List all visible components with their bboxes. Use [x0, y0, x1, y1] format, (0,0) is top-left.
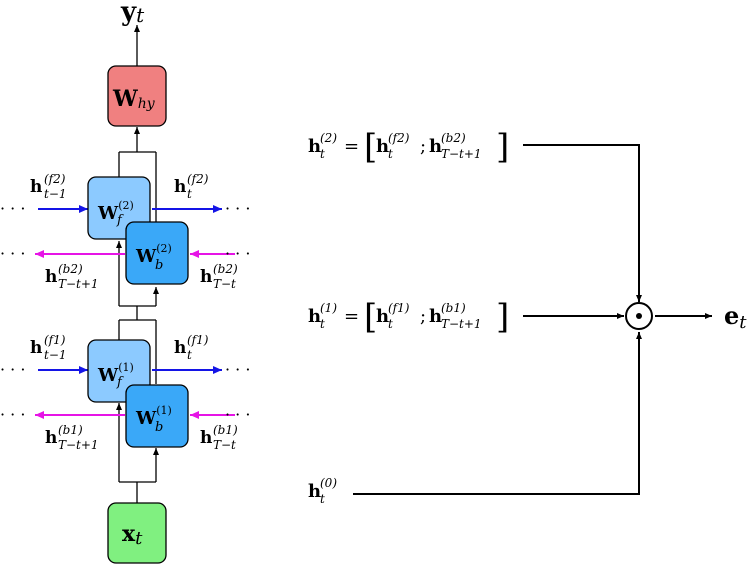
- label-forward-out-l1: h (f1) t: [174, 333, 209, 362]
- svg-text:t: t: [187, 348, 192, 362]
- svg-text:h: h: [308, 136, 321, 157]
- equation-h1: h (1) t = [ h (f1) t ; h (b1) T−t+1 ]: [308, 297, 509, 337]
- svg-text:(b1): (b1): [441, 301, 466, 315]
- ellipsis-backward-left-l1: · · ·: [0, 405, 25, 424]
- svg-text:t: t: [320, 492, 325, 506]
- svg-text:(f2): (f2): [44, 172, 66, 186]
- svg-text:h: h: [200, 267, 212, 287]
- svg-text:T−t: T−t: [213, 438, 236, 452]
- label-backward-out-l2: h (b2) T−t+1: [45, 262, 99, 291]
- svg-text:h: h: [308, 306, 321, 327]
- combine-connectors: [353, 144, 712, 495]
- svg-text:h: h: [376, 136, 389, 157]
- svg-text:h: h: [30, 338, 42, 358]
- label-forward-out-l2: h (f2) t: [174, 172, 209, 201]
- svg-text:W(1): W(1): [97, 361, 134, 386]
- svg-text:t: t: [388, 147, 393, 161]
- svg-text:t: t: [388, 317, 393, 331]
- svg-text:T−t: T−t: [213, 277, 236, 291]
- ellipsis-backward-left-l2: · · ·: [0, 244, 25, 263]
- svg-text:h: h: [308, 481, 321, 502]
- svg-text:h: h: [200, 428, 212, 448]
- svg-text:(f1): (f1): [187, 333, 209, 347]
- svg-text:W(2): W(2): [135, 242, 172, 267]
- svg-text:(b2): (b2): [213, 262, 238, 276]
- svg-text:(b1): (b1): [213, 423, 238, 437]
- recurrent-arrows: [35, 205, 235, 419]
- svg-text:h: h: [429, 136, 442, 157]
- svg-text:t: t: [320, 147, 325, 161]
- label-forward-in-l2: h (f2) t−1: [30, 172, 67, 201]
- svg-text:yt: yt: [120, 0, 145, 27]
- box-backward-weight-l2: W(2) b: [125, 221, 189, 285]
- svg-text:(0): (0): [320, 476, 337, 490]
- svg-text:xt: xt: [122, 521, 143, 549]
- equation-h2: h (2) t = [ h (f2) t ; h (b2) T−t+1 ]: [308, 127, 509, 167]
- svg-text:(f1): (f1): [44, 333, 66, 347]
- svg-text:Why: Why: [112, 86, 156, 112]
- svg-text:(f2): (f2): [187, 172, 209, 186]
- svg-text:(1): (1): [320, 301, 337, 315]
- box-output-weight: Why: [107, 65, 167, 127]
- box-input: xt: [107, 502, 167, 564]
- svg-text:W(1): W(1): [135, 404, 172, 429]
- svg-text:t−1: t−1: [44, 348, 67, 362]
- svg-text:b: b: [155, 420, 163, 435]
- ellipsis-backward-right-l1: · · ·: [225, 405, 250, 424]
- svg-text:[: [: [364, 297, 377, 337]
- svg-text:=: =: [344, 136, 359, 157]
- svg-text:]: ]: [496, 297, 509, 337]
- svg-text:(b2): (b2): [441, 131, 466, 145]
- svg-text:h: h: [174, 177, 186, 197]
- svg-text:h: h: [174, 338, 186, 358]
- label-backward-out-l1: h (b1) T−t+1: [45, 423, 99, 452]
- ellipsis-forward-right-l1: · · ·: [225, 360, 250, 379]
- svg-text:(b1): (b1): [58, 423, 83, 437]
- svg-text:W(2): W(2): [97, 199, 134, 224]
- svg-text:(f2): (f2): [388, 131, 410, 145]
- svg-text:T−t+1: T−t+1: [441, 317, 482, 331]
- svg-text:t: t: [320, 317, 325, 331]
- svg-text:f: f: [116, 375, 124, 390]
- label-forward-in-l1: h (f1) t−1: [30, 333, 67, 362]
- svg-text:]: ]: [496, 127, 509, 167]
- output-label: yt: [120, 0, 145, 27]
- svg-text:(b2): (b2): [58, 262, 83, 276]
- ellipsis-backward-right-l2: · · ·: [225, 244, 250, 263]
- ellipsis-forward-right-l2: · · ·: [225, 199, 250, 218]
- svg-text:=: =: [344, 306, 359, 327]
- ellipsis-forward-left-l2: · · ·: [0, 199, 25, 218]
- svg-text:b: b: [155, 258, 163, 273]
- svg-text:T−t+1: T−t+1: [441, 147, 482, 161]
- svg-text:;: ;: [420, 306, 426, 327]
- svg-text:t: t: [187, 187, 192, 201]
- svg-text:T−t+1: T−t+1: [58, 438, 99, 452]
- svg-text:t−1: t−1: [44, 187, 67, 201]
- label-backward-in-l2: h (b2) T−t: [200, 262, 238, 291]
- box-backward-weight-l1: W(1) b: [125, 384, 189, 448]
- svg-text:h: h: [376, 306, 389, 327]
- svg-text:h: h: [45, 267, 57, 287]
- svg-text:et: et: [724, 301, 747, 333]
- ellipsis-forward-left-l1: · · ·: [0, 360, 25, 379]
- ellipsis-group: · · · · · · · · · · · · · · · · · · · · …: [0, 199, 250, 424]
- svg-text:;: ;: [420, 136, 426, 157]
- svg-text:h: h: [429, 306, 442, 327]
- svg-text:T−t+1: T−t+1: [58, 277, 99, 291]
- svg-text:h: h: [45, 428, 57, 448]
- svg-text:(2): (2): [320, 131, 337, 145]
- label-backward-in-l1: h (b1) T−t: [200, 423, 238, 452]
- result-label: et: [724, 301, 747, 333]
- hadamard-node: [625, 302, 653, 330]
- equation-h0: h (0) t: [308, 476, 337, 506]
- svg-text:f: f: [116, 213, 124, 228]
- svg-text:[: [: [364, 127, 377, 167]
- svg-text:h: h: [30, 177, 42, 197]
- svg-text:(f1): (f1): [388, 301, 410, 315]
